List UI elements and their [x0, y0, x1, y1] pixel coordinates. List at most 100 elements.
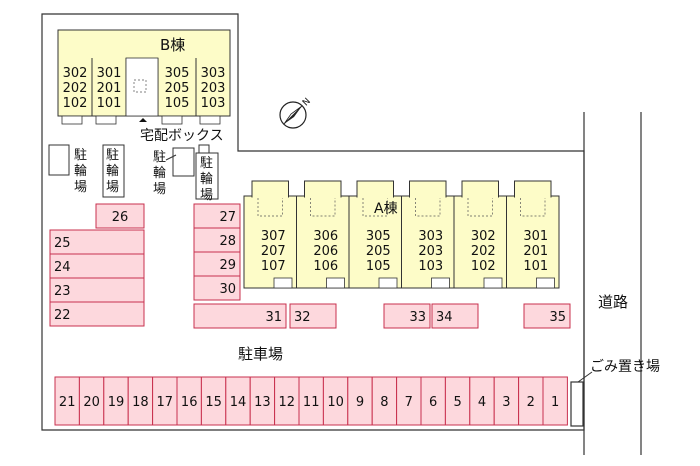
bicycle-parking-label-char: 駐 [200, 156, 213, 171]
garbage-leader [577, 371, 593, 383]
building-b-stair-inner [133, 79, 147, 93]
parking-space-number: 22 [54, 308, 71, 323]
parking-space-number: 6 [429, 395, 437, 410]
unit-number: 203 [418, 244, 443, 259]
room-outline [415, 198, 441, 217]
unit-number: 201 [97, 81, 122, 96]
unit-number: 301 [523, 229, 548, 244]
parking-space-number: 2 [527, 395, 535, 410]
balcony [304, 180, 342, 198]
unit-number: 303 [201, 66, 226, 81]
bicycle-parking-label-char: 輪 [74, 163, 87, 179]
delivery-box-leader [165, 154, 177, 161]
parking-space [396, 376, 422, 426]
garbage-area [570, 381, 584, 427]
bicycle-parking-label-char: 輪 [200, 171, 213, 187]
balcony-join [252, 195, 288, 198]
parking-space-number: 11 [303, 395, 320, 410]
unit-number: 201 [523, 244, 548, 259]
unit-number: 105 [366, 259, 391, 274]
window [273, 277, 293, 289]
window [95, 115, 117, 125]
room-outline [362, 198, 388, 217]
parking-space-number: 31 [265, 310, 282, 325]
delivery-box-label: 宅配ボックス [140, 128, 224, 144]
parking-space-number: 32 [294, 310, 311, 325]
delivery-box [172, 147, 195, 177]
window [61, 115, 83, 125]
unit-number: 107 [261, 259, 286, 274]
building-a: A棟 3072071073062061063052051053032031033… [243, 180, 560, 289]
building-a-title: A棟 [374, 201, 398, 217]
bicycle-parking-label-char: 輪 [153, 165, 166, 181]
unit-number: 302 [471, 229, 496, 244]
parking-space [200, 376, 227, 426]
parking-space-number: 9 [356, 395, 364, 410]
bicycle-parking-label-char: 場 [74, 180, 87, 195]
bicycle-parking-label-char: 場 [153, 182, 166, 197]
bicycle-parking-label-char: 駐 [74, 148, 87, 163]
unit-number: 207 [261, 244, 286, 259]
bicycle-parking-label-char: 駐 [106, 148, 119, 163]
parking-space [383, 303, 431, 329]
unit-number: 202 [471, 244, 496, 259]
unit-number: 307 [261, 229, 286, 244]
parking-space-number: 7 [405, 395, 413, 410]
bicycle-parking-label-char: 場 [106, 180, 119, 195]
parking-space [193, 227, 241, 253]
parking-space [274, 376, 300, 426]
parking-space-number: 35 [549, 310, 566, 325]
parking-space-number: 4 [478, 395, 486, 410]
parking-space [193, 303, 287, 329]
parking-space [225, 376, 251, 426]
parking-space-number: 12 [279, 395, 296, 410]
parking-space-number: 26 [112, 210, 129, 225]
road-label: 道路 [598, 293, 628, 311]
balcony [356, 180, 394, 198]
bicycle-parking-label: 駐輪場 [200, 156, 213, 203]
unit-number: 301 [97, 66, 122, 81]
parking-space-number: 23 [54, 284, 71, 299]
garbage-label: ごみ置き場 [590, 359, 660, 375]
unit-number: 103 [418, 259, 443, 274]
parking-space-number: 29 [219, 258, 236, 273]
unit-number: 103 [201, 96, 226, 111]
parking-space-number: 27 [219, 210, 236, 225]
room-outline [257, 198, 283, 217]
window [431, 277, 450, 289]
window [199, 115, 221, 125]
unit-number: 303 [418, 229, 443, 244]
bicycle-parking-label-char: 輪 [106, 163, 119, 179]
unit-number: 101 [97, 96, 122, 111]
parking-space [176, 376, 202, 426]
unit-number: 203 [201, 81, 226, 96]
room-outline [520, 198, 546, 217]
bicycle-parking-label: 駐輪場 [74, 148, 87, 195]
parking-space-number: 5 [453, 395, 461, 410]
parking-space-number: 8 [380, 395, 388, 410]
unit-number: 205 [165, 81, 190, 96]
parking-space-number: 13 [254, 395, 271, 410]
parking-space [523, 303, 571, 329]
compass-n-glyph: N [301, 97, 313, 109]
parking-space-number: 30 [219, 282, 236, 297]
balcony-join [515, 195, 551, 198]
building-b-title: B棟 [160, 36, 185, 54]
window [536, 277, 555, 289]
parking-space [444, 376, 471, 426]
parking-space [493, 376, 520, 426]
unit-number: 202 [63, 81, 88, 96]
parking-space [289, 303, 337, 329]
balcony [514, 180, 552, 198]
parking-space-number: 24 [54, 260, 71, 275]
compass-needle-light [283, 105, 303, 125]
room-outline [310, 198, 336, 217]
window [326, 277, 345, 289]
bicycle-rack [102, 144, 125, 198]
balcony [409, 180, 447, 198]
unit-number: 306 [313, 229, 338, 244]
unit-number: 205 [366, 244, 391, 259]
parking-space [347, 376, 373, 426]
